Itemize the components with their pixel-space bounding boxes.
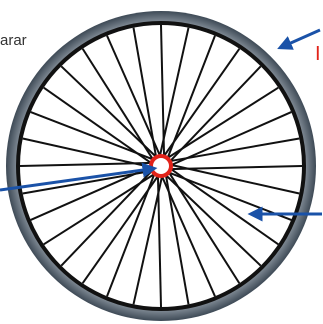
label-top-left: arar — [0, 32, 27, 50]
label-right-partial: I — [315, 42, 321, 66]
hub — [151, 156, 171, 176]
